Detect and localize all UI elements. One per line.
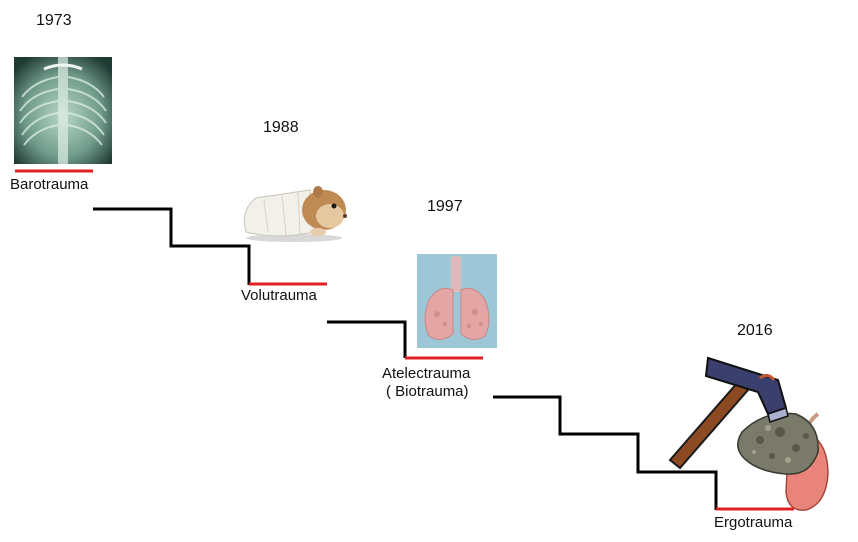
label-biotrauma: ( Biotrauma) (386, 383, 469, 401)
year-1988: 1988 (263, 119, 299, 137)
stair-step-2 (327, 322, 405, 358)
label-barotrauma: Barotrauma (10, 176, 88, 194)
year-1997: 1997 (427, 198, 463, 216)
year-2016: 2016 (737, 322, 773, 340)
excised-lungs-image (417, 254, 497, 348)
label-ergotrauma: Ergotrauma (714, 514, 792, 532)
label-atelectrauma: Atelectrauma (382, 365, 470, 383)
year-1973: 1973 (36, 12, 72, 30)
chest-xray-image (14, 57, 112, 164)
stair-step-1 (93, 209, 249, 285)
hammer-and-lungs-image (660, 352, 832, 514)
hamster-image (238, 180, 350, 244)
label-volutrauma: Volutrauma (241, 287, 317, 305)
